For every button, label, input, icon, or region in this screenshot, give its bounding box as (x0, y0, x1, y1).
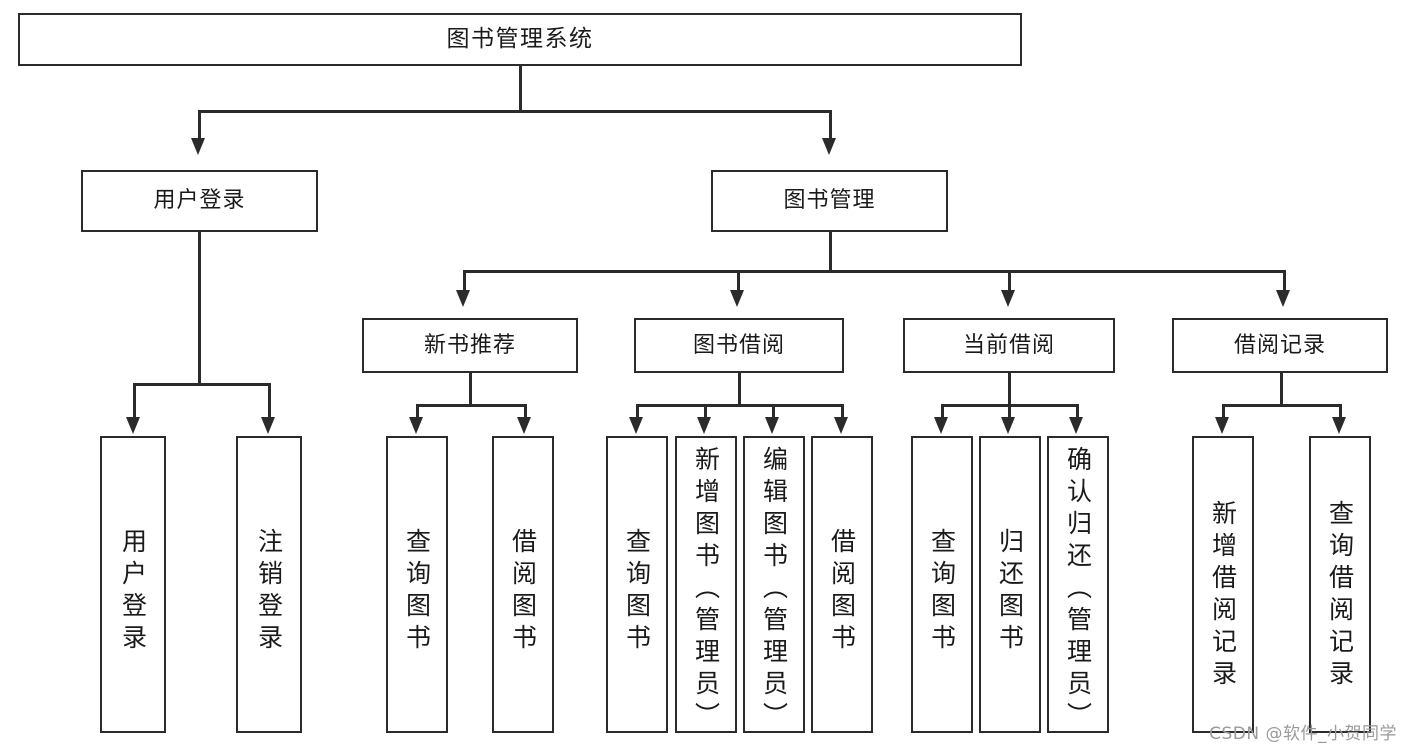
leaf-new-book-1[interactable]: 借阅图书 (492, 436, 554, 733)
node-label: 查询图书 (402, 528, 432, 656)
arrow-borrow-records-to-leaf-0 (1215, 417, 1229, 434)
node-label: 确认归还（管理员） (1063, 446, 1093, 734)
arrow-book-borrow-to-leaf-2 (765, 417, 779, 434)
connector-book-borrow-to-leaf-0 (636, 404, 639, 419)
connector-borrow-records-stem (1280, 373, 1283, 406)
arrow-borrow-records-to-leaf-1 (1332, 417, 1346, 434)
connector-current-borrow-stem (1008, 373, 1011, 406)
connector-root-stem (519, 66, 522, 111)
leaf-current-borrow-2[interactable]: 确认归还（管理员） (1047, 436, 1109, 734)
connector-user-login-to-leaf-1 (268, 383, 271, 419)
arrow-book-borrow-to-leaf-3 (834, 417, 848, 434)
node-label: 新书推荐 (423, 332, 516, 358)
watermark-text: CSDN @软件_小贺同学 (1209, 724, 1397, 744)
arrow-book-mgmt-to-borrow (730, 290, 744, 307)
connector-root-bus (198, 110, 831, 113)
node-label: 借阅记录 (1233, 332, 1326, 358)
arrow-root-to-user-login (191, 138, 205, 155)
connector-book-borrow-stem (738, 373, 741, 406)
arrow-current-borrow-to-leaf-2 (1069, 417, 1083, 434)
arrow-new-book-to-leaf-0 (409, 417, 423, 434)
connector-book-mgmt-to-current (1008, 270, 1011, 292)
connector-book-mgmt-bus (463, 270, 1285, 273)
arrow-book-borrow-to-leaf-1 (697, 417, 711, 434)
arrow-user-login-to-leaf-1 (261, 417, 275, 434)
leaf-user-login-1[interactable]: 注销登录 (236, 436, 302, 733)
node-label: 借阅图书 (508, 528, 538, 656)
node-label: 查询图书 (927, 528, 957, 656)
connector-book-mgmt-to-borrow (737, 270, 740, 292)
connector-root-to-user-login (198, 110, 201, 140)
node-user-login[interactable]: 用户登录 (81, 170, 318, 232)
connector-user-login-to-leaf-0 (133, 383, 136, 419)
connector-book-borrow-to-leaf-2 (772, 404, 775, 419)
leaf-book-borrow-0[interactable]: 查询图书 (606, 436, 668, 733)
node-label: 新增图书（管理员） (691, 446, 721, 734)
node-label: 查询图书 (622, 528, 652, 656)
node-label: 归还图书 (995, 528, 1025, 656)
connector-new-book-to-leaf-0 (416, 404, 419, 419)
arrow-current-borrow-to-leaf-1 (1001, 417, 1015, 434)
node-label: 注销登录 (254, 528, 284, 656)
connector-root-to-book-mgmt (829, 110, 832, 140)
connector-book-borrow-bus (636, 404, 841, 407)
arrow-user-login-to-leaf-0 (126, 417, 140, 434)
connector-borrow-records-bus (1222, 404, 1341, 407)
node-book-management[interactable]: 图书管理 (711, 170, 948, 232)
arrow-book-borrow-to-leaf-0 (629, 417, 643, 434)
node-label: 用户登录 (153, 188, 246, 214)
leaf-book-borrow-3[interactable]: 借阅图书 (811, 436, 873, 733)
leaf-user-login-0[interactable]: 用户登录 (100, 436, 166, 733)
node-borrow-records[interactable]: 借阅记录 (1172, 318, 1388, 373)
connector-book-mgmt-to-new-book (463, 270, 466, 292)
connector-user-login-bus (133, 383, 270, 386)
connector-current-borrow-to-leaf-0 (941, 404, 944, 419)
connector-current-borrow-to-leaf-1 (1008, 404, 1011, 419)
node-label: 图书借阅 (692, 332, 785, 358)
node-label: 借阅图书 (827, 528, 857, 656)
arrow-book-mgmt-to-current (1001, 290, 1015, 307)
leaf-borrow-records-1[interactable]: 查询借阅记录 (1309, 436, 1371, 733)
connector-new-book-to-leaf-1 (524, 404, 527, 419)
connector-new-book-stem (469, 373, 472, 406)
arrow-current-borrow-to-leaf-0 (934, 417, 948, 434)
connector-current-borrow-to-leaf-2 (1076, 404, 1079, 419)
leaf-new-book-0[interactable]: 查询图书 (386, 436, 448, 733)
connector-borrow-records-to-leaf-0 (1222, 404, 1225, 419)
node-label: 图书管理系统 (446, 25, 594, 52)
node-book-borrow[interactable]: 图书借阅 (634, 318, 844, 373)
node-label: 新增借阅记录 (1208, 500, 1238, 692)
leaf-current-borrow-0[interactable]: 查询图书 (911, 436, 973, 733)
node-root-system[interactable]: 图书管理系统 (18, 13, 1022, 66)
connector-book-mgmt-stem (829, 232, 832, 272)
connector-book-mgmt-to-records (1283, 270, 1286, 292)
connector-book-borrow-to-leaf-1 (704, 404, 707, 419)
arrow-new-book-to-leaf-1 (517, 417, 531, 434)
node-current-borrow[interactable]: 当前借阅 (903, 318, 1115, 373)
connector-book-borrow-to-leaf-3 (841, 404, 844, 419)
connector-new-book-bus (416, 404, 526, 407)
leaf-book-borrow-1[interactable]: 新增图书（管理员） (675, 436, 737, 734)
node-label: 用户登录 (118, 528, 148, 656)
node-new-book-recommend[interactable]: 新书推荐 (362, 318, 578, 373)
connector-user-login-stem (198, 232, 201, 385)
arrow-book-mgmt-to-records (1276, 290, 1290, 307)
arrow-book-mgmt-to-new-book (456, 290, 470, 307)
leaf-book-borrow-2[interactable]: 编辑图书（管理员） (743, 436, 805, 734)
arrow-root-to-book-mgmt (822, 138, 836, 155)
connector-borrow-records-to-leaf-1 (1339, 404, 1342, 419)
node-label: 图书管理 (783, 188, 876, 214)
node-label: 编辑图书（管理员） (759, 446, 789, 734)
leaf-current-borrow-1[interactable]: 归还图书 (979, 436, 1041, 733)
node-label: 查询借阅记录 (1325, 500, 1355, 692)
leaf-borrow-records-0[interactable]: 新增借阅记录 (1192, 436, 1254, 733)
node-label: 当前借阅 (962, 332, 1055, 358)
